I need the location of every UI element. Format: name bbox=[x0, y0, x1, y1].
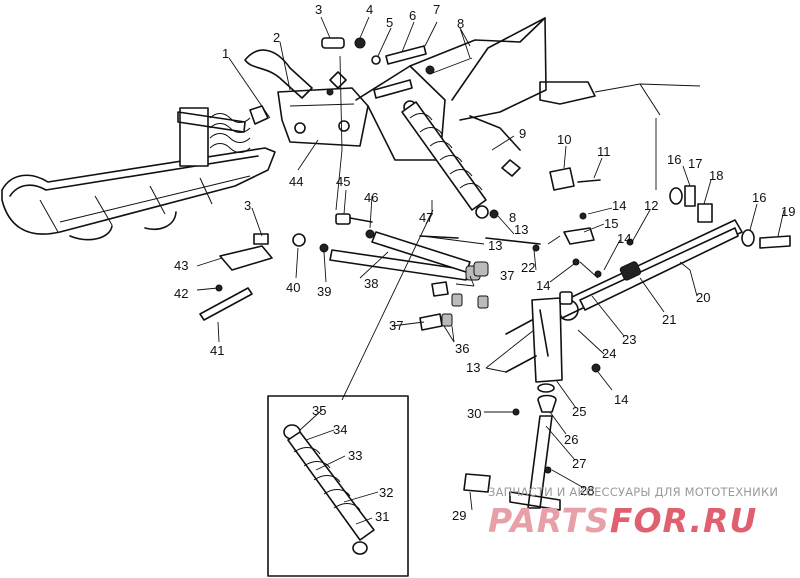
ski-spindle-spring bbox=[177, 105, 269, 167]
callout-17: 17 bbox=[688, 156, 702, 171]
callout-36: 36 bbox=[455, 341, 469, 356]
callout-43: 43 bbox=[174, 258, 188, 273]
inset-shock-box bbox=[267, 395, 409, 577]
callout-13: 13 bbox=[488, 238, 502, 253]
callout-3: 3 bbox=[315, 2, 322, 17]
callout-14: 14 bbox=[536, 278, 550, 293]
callout-14: 14 bbox=[612, 198, 626, 213]
ski bbox=[1, 147, 276, 241]
callout-8: 8 bbox=[509, 210, 516, 225]
watermark-logo: PARTSFOR.RU bbox=[488, 501, 757, 540]
callout-33: 33 bbox=[348, 448, 362, 463]
callout-32: 32 bbox=[379, 485, 393, 500]
callout-23: 23 bbox=[622, 332, 636, 347]
callout-27: 27 bbox=[572, 456, 586, 471]
callout-14: 14 bbox=[614, 392, 628, 407]
callout-44: 44 bbox=[289, 174, 303, 189]
callout-4: 4 bbox=[366, 2, 373, 17]
callout-42: 42 bbox=[174, 286, 188, 301]
callout-13: 13 bbox=[466, 360, 480, 375]
callout-3: 3 bbox=[244, 198, 251, 213]
watermark-logo-right: FOR.RU bbox=[610, 501, 757, 540]
callout-14: 14 bbox=[617, 231, 631, 246]
callout-38: 38 bbox=[364, 276, 378, 291]
callout-29: 29 bbox=[452, 508, 466, 523]
callout-12: 12 bbox=[644, 198, 658, 213]
shock-absorber bbox=[401, 100, 489, 219]
callout-25: 25 bbox=[572, 404, 586, 419]
callout-22: 22 bbox=[521, 260, 535, 275]
callout-16: 16 bbox=[752, 190, 766, 205]
callout-30: 30 bbox=[467, 406, 481, 421]
leader-lines bbox=[196, 16, 785, 525]
hardware bbox=[199, 37, 791, 373]
callout-1: 1 bbox=[222, 46, 229, 61]
callout-37: 37 bbox=[389, 318, 403, 333]
callout-8: 8 bbox=[457, 16, 464, 31]
callout-9: 9 bbox=[519, 126, 526, 141]
callout-39: 39 bbox=[317, 284, 331, 299]
callout-40: 40 bbox=[286, 280, 300, 295]
callout-46: 46 bbox=[364, 190, 378, 205]
watermark-logo-left: PARTS bbox=[488, 501, 610, 540]
cross-tubes bbox=[329, 231, 489, 281]
callout-11: 11 bbox=[597, 144, 611, 159]
callout-20: 20 bbox=[696, 290, 710, 305]
callout-31: 31 bbox=[375, 509, 389, 524]
watermark-tagline: ЗАПЧАСТИ И АКСЕССУАРЫ ДЛЯ МОТОТЕХНИКИ bbox=[488, 485, 778, 499]
callout-37: 37 bbox=[500, 268, 514, 283]
trailing-arm bbox=[554, 219, 743, 321]
watermark: ЗАПЧАСТИ И АКСЕССУАРЫ ДЛЯ МОТОТЕХНИКИ PA… bbox=[488, 485, 778, 540]
callout-2: 2 bbox=[273, 30, 280, 45]
steering-post bbox=[463, 297, 563, 511]
callout-13: 13 bbox=[514, 222, 528, 237]
callout-7: 7 bbox=[433, 2, 440, 17]
callout-19: 19 bbox=[781, 204, 795, 219]
callout-41: 41 bbox=[210, 343, 224, 358]
callout-45: 45 bbox=[336, 174, 350, 189]
callout-6: 6 bbox=[409, 8, 416, 23]
frame-bracket bbox=[244, 17, 701, 161]
callout-21: 21 bbox=[662, 312, 676, 327]
callout-28: 28 bbox=[580, 483, 594, 498]
callout-labels: 1 2 3 3 4 5 6 7 8 8 9 10 11 12 13 13 13 … bbox=[174, 2, 795, 524]
callout-18: 18 bbox=[709, 168, 723, 183]
callout-34: 34 bbox=[333, 422, 347, 437]
callout-5: 5 bbox=[386, 15, 393, 30]
callout-15: 15 bbox=[604, 216, 618, 231]
callout-24: 24 bbox=[602, 346, 616, 361]
callout-10: 10 bbox=[557, 132, 571, 147]
callout-16: 16 bbox=[667, 152, 681, 167]
callout-35: 35 bbox=[312, 403, 326, 418]
callout-26: 26 bbox=[564, 432, 578, 447]
callout-47: 47 bbox=[419, 210, 433, 225]
